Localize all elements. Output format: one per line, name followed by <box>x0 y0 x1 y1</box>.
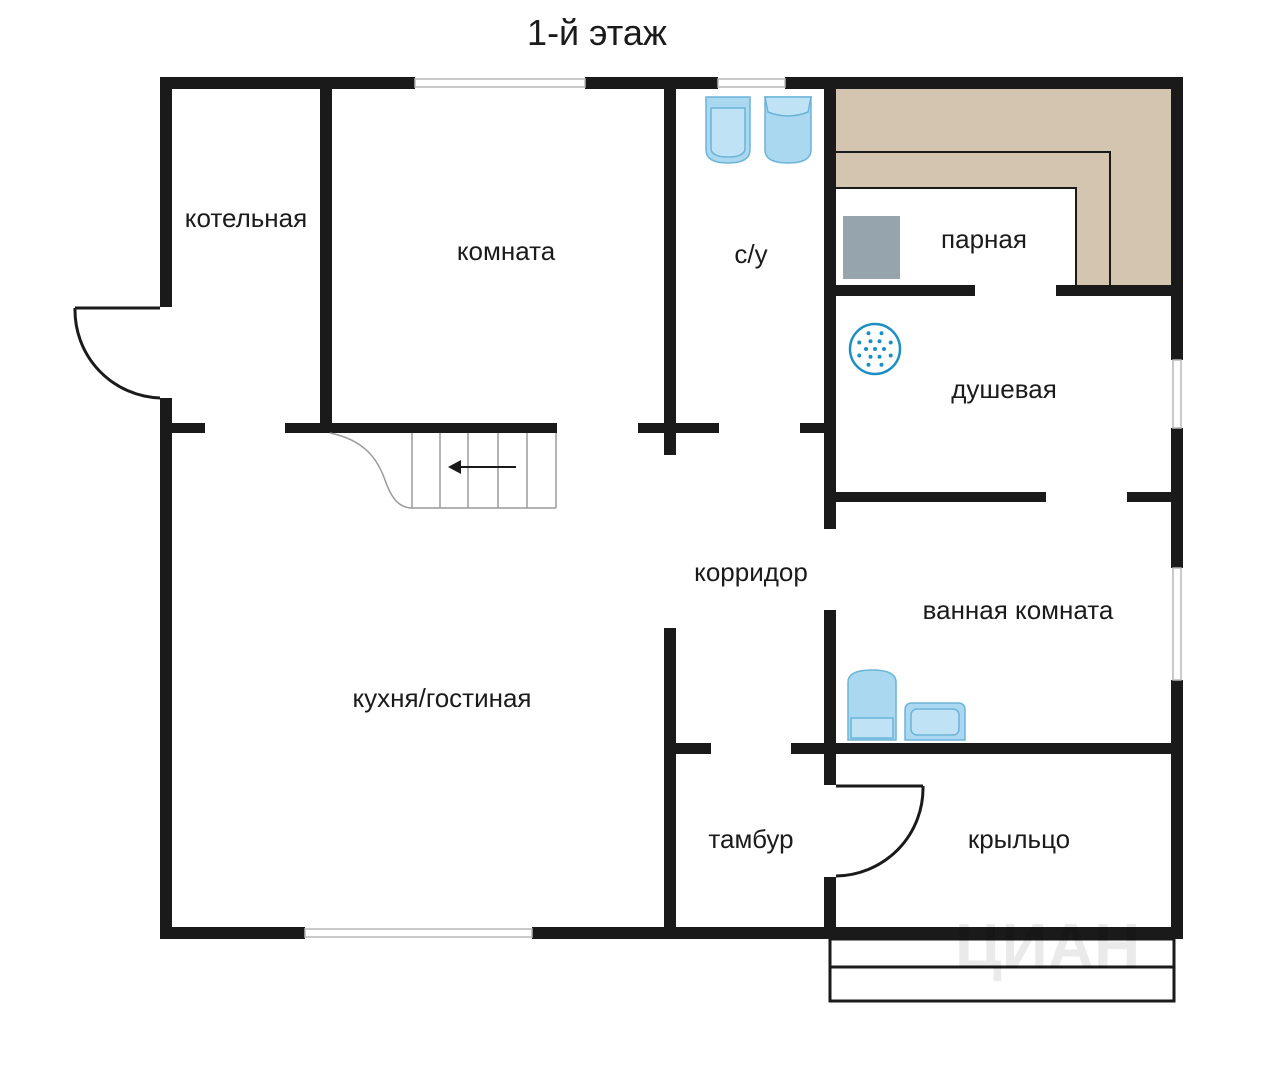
watermark-icon: ЦИАН <box>955 910 1140 982</box>
floor-title: 1-й этаж <box>527 12 667 53</box>
toilet-icon <box>705 96 751 164</box>
svg-text:ЦИАН: ЦИАН <box>955 910 1140 982</box>
shower-dot <box>864 347 868 351</box>
room-label-corridor: корридор <box>694 557 808 587</box>
staircase <box>329 432 557 509</box>
room-label-steam: парная <box>941 224 1027 254</box>
bathtub-icon <box>847 669 897 741</box>
sauna-bench <box>836 88 1172 287</box>
shower-dot <box>888 340 893 345</box>
shower-dot <box>877 354 882 359</box>
windows <box>304 78 1182 938</box>
stair-arrow-icon <box>448 460 516 474</box>
room-label-boiler: котельная <box>185 203 307 233</box>
room-label-wc: с/у <box>734 239 767 269</box>
room-label-bathroom: ванная комната <box>923 595 1114 625</box>
room-label-kitchen: кухня/гостиная <box>352 683 531 713</box>
interior-walls <box>160 77 1183 939</box>
room-label-porch: крыльцо <box>968 824 1070 854</box>
shower-dot <box>857 340 862 345</box>
sauna-heater-icon <box>843 216 900 279</box>
shower-dot <box>866 362 871 367</box>
shower-dot <box>868 354 873 359</box>
shower-dot <box>873 347 877 351</box>
shower-dot <box>888 353 893 358</box>
room-label-room: комната <box>457 236 556 266</box>
shower-dot <box>866 331 871 336</box>
shower-dot <box>877 339 882 344</box>
shower-dot <box>868 339 873 344</box>
shower-dot <box>879 362 884 367</box>
door-swing-icon <box>835 784 925 878</box>
door-swing-icon <box>73 306 161 400</box>
room-label-vestibule: тамбур <box>708 824 793 854</box>
shower-dot <box>882 347 886 351</box>
room-label-shower: душевая <box>951 374 1057 404</box>
bidet-icon <box>764 96 812 164</box>
porch-steps <box>828 937 1176 1003</box>
sink-icon <box>904 702 966 741</box>
shower-head-icon <box>848 322 902 376</box>
shower-dot <box>857 353 862 358</box>
shower-dot <box>879 331 884 336</box>
